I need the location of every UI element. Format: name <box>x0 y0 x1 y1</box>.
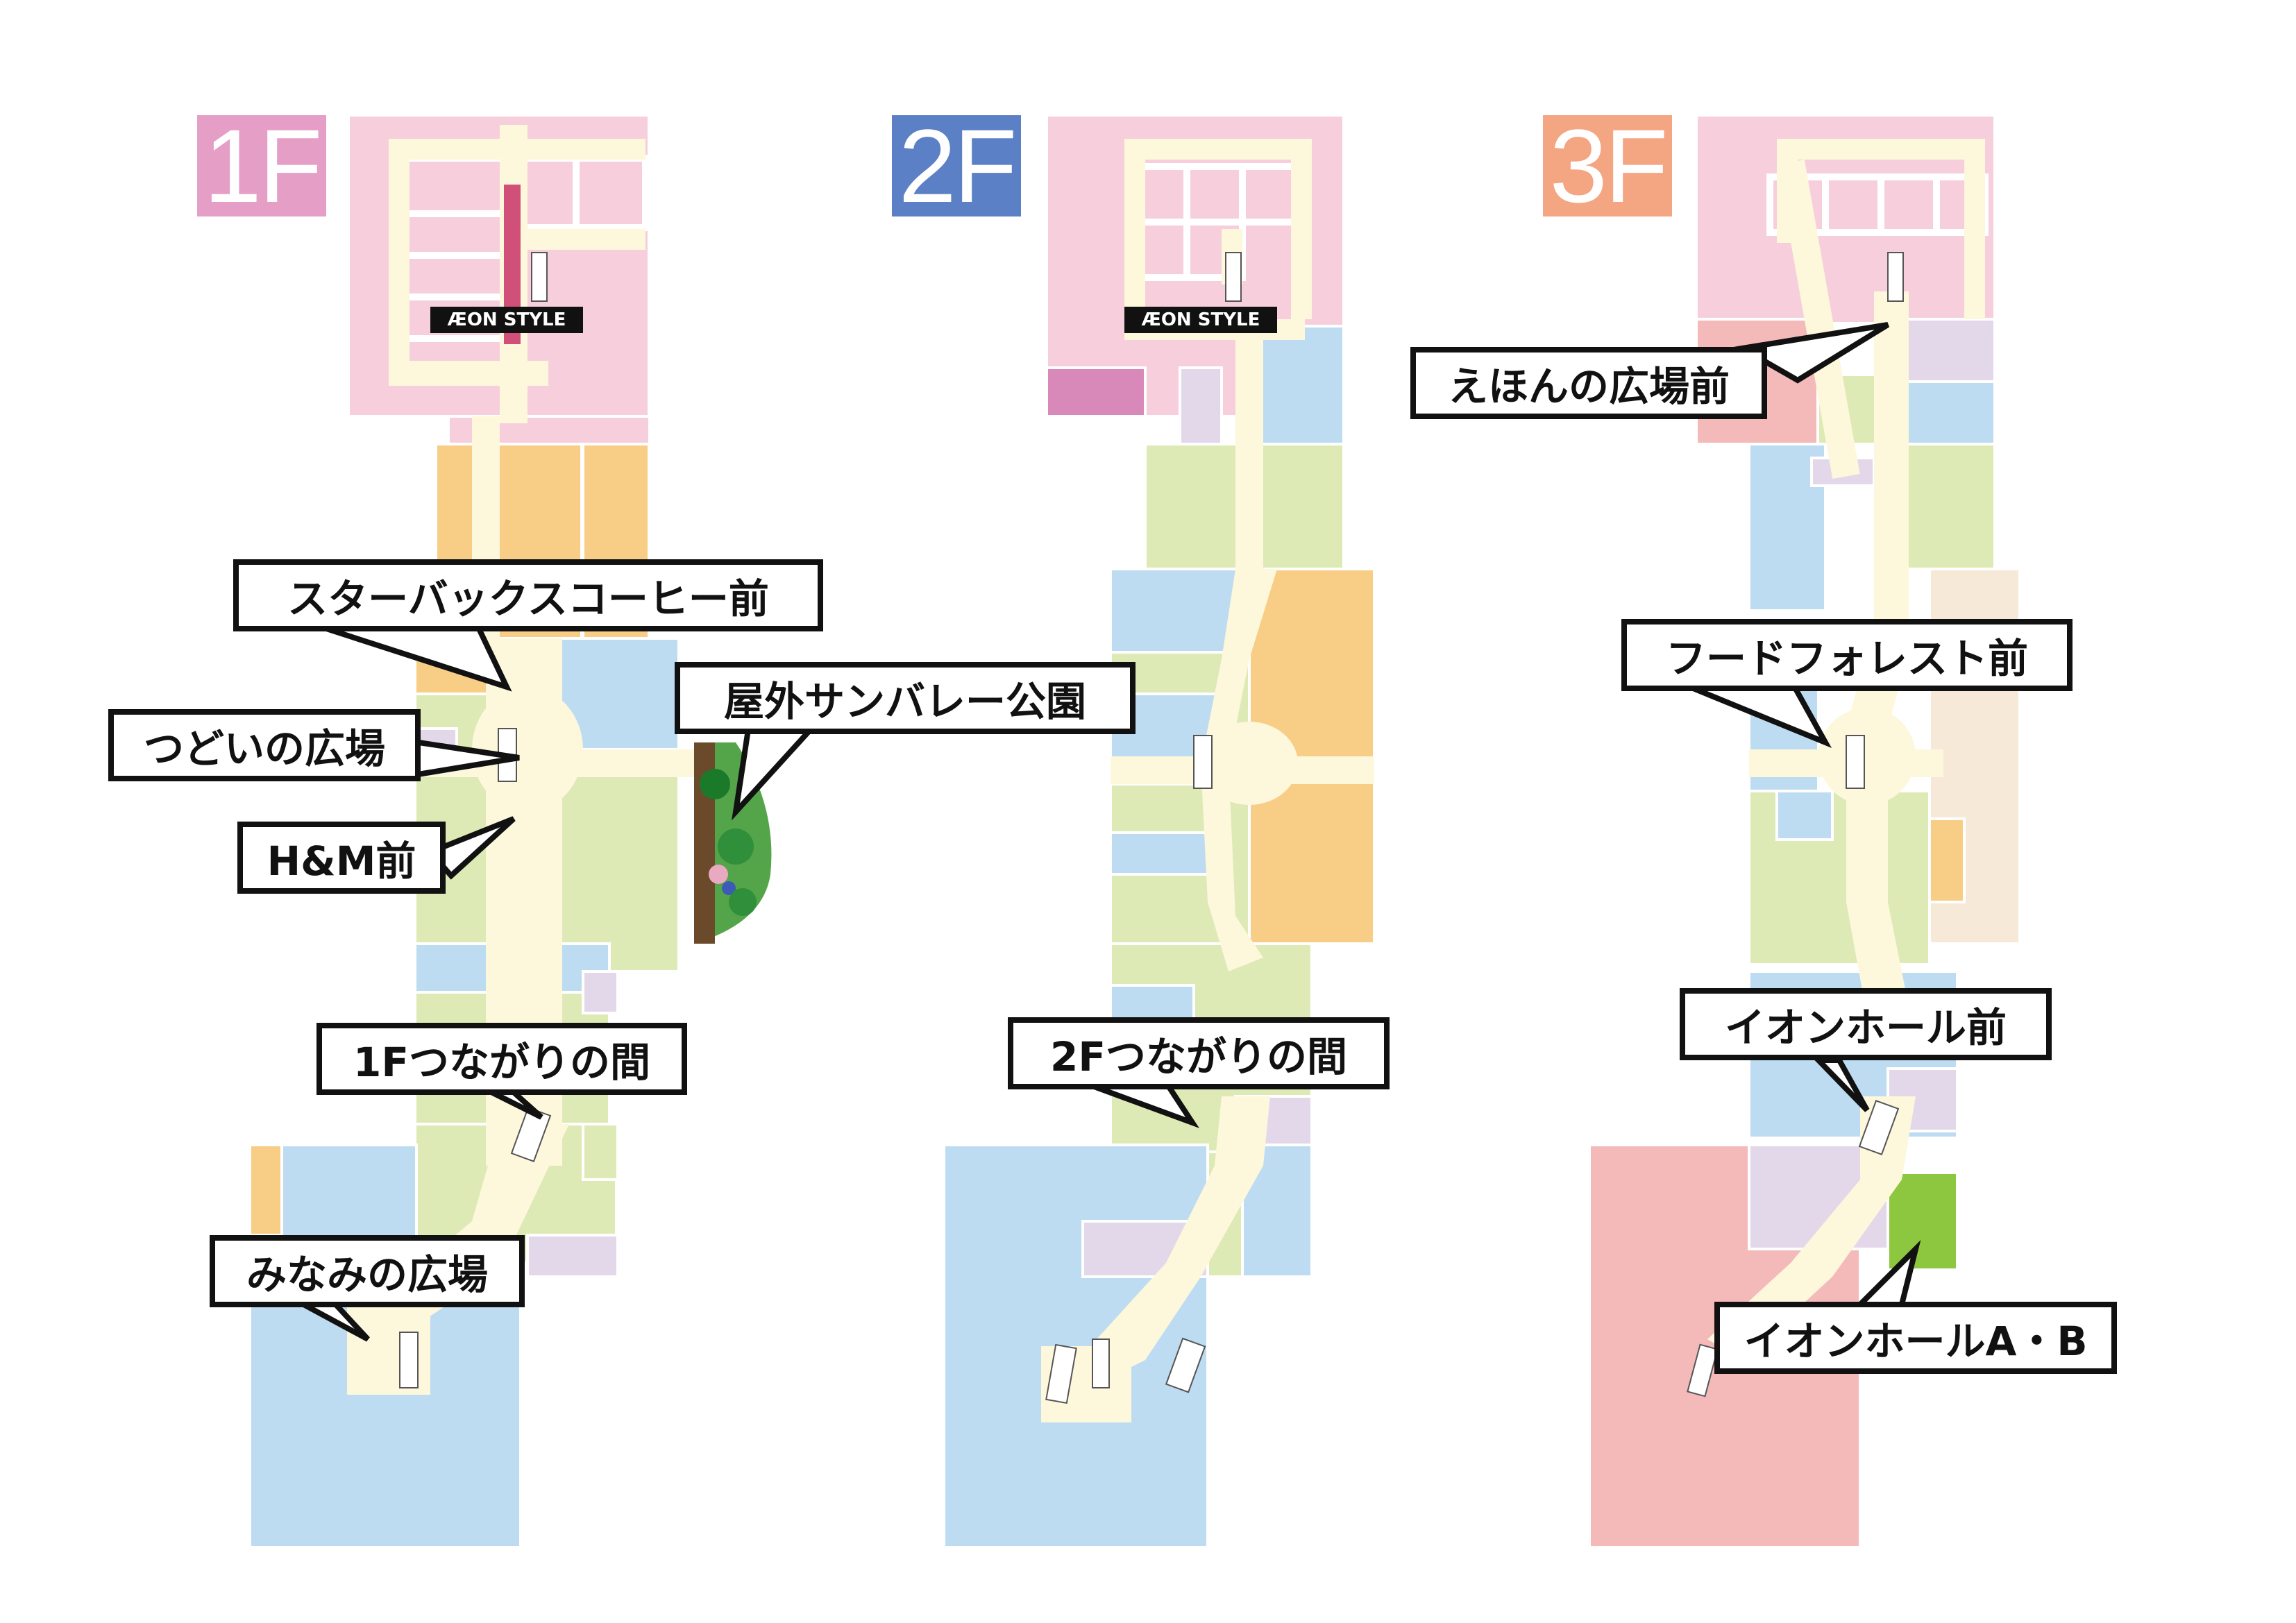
map-1f-escalators <box>399 252 552 1388</box>
map-2f-corridors <box>1041 139 1374 1422</box>
callout-starbucks: スターバックスコーヒー前 <box>233 559 823 631</box>
map-2f-escalators <box>1045 252 1242 1404</box>
floor-badge-3f: 3F <box>1543 114 1672 218</box>
callout-food-forest: フードフォレスト前 <box>1621 619 2073 691</box>
callout-2f-tsunagari: 2Fつながりの間 <box>1008 1017 1390 1089</box>
callout-aeon-hall-ab: イオンホールA・B <box>1714 1302 2117 1374</box>
aeon-style-logo-1f: ÆON STYLE <box>430 307 583 333</box>
floor-badge-2f: 2F <box>892 114 1021 218</box>
callout-ehon-plaza: えほんの広場前 <box>1410 347 1767 419</box>
callout-hm: H&M前 <box>237 822 446 894</box>
callout-1f-tsunagari: 1Fつながりの間 <box>316 1023 687 1095</box>
callout-outdoor-park: 屋外サンバレー公園 <box>675 662 1136 734</box>
aeon-style-logo-2f: ÆON STYLE <box>1124 307 1277 333</box>
floor-badge-1f: 1F <box>197 114 326 218</box>
callout-aeon-hall: イオンホール前 <box>1680 988 2052 1060</box>
callout-tsudoi-plaza: つどいの広場 <box>108 709 421 781</box>
callout-minami-plaza: みなみの広場 <box>210 1235 525 1307</box>
map-3f-escalators <box>1687 252 1904 1397</box>
